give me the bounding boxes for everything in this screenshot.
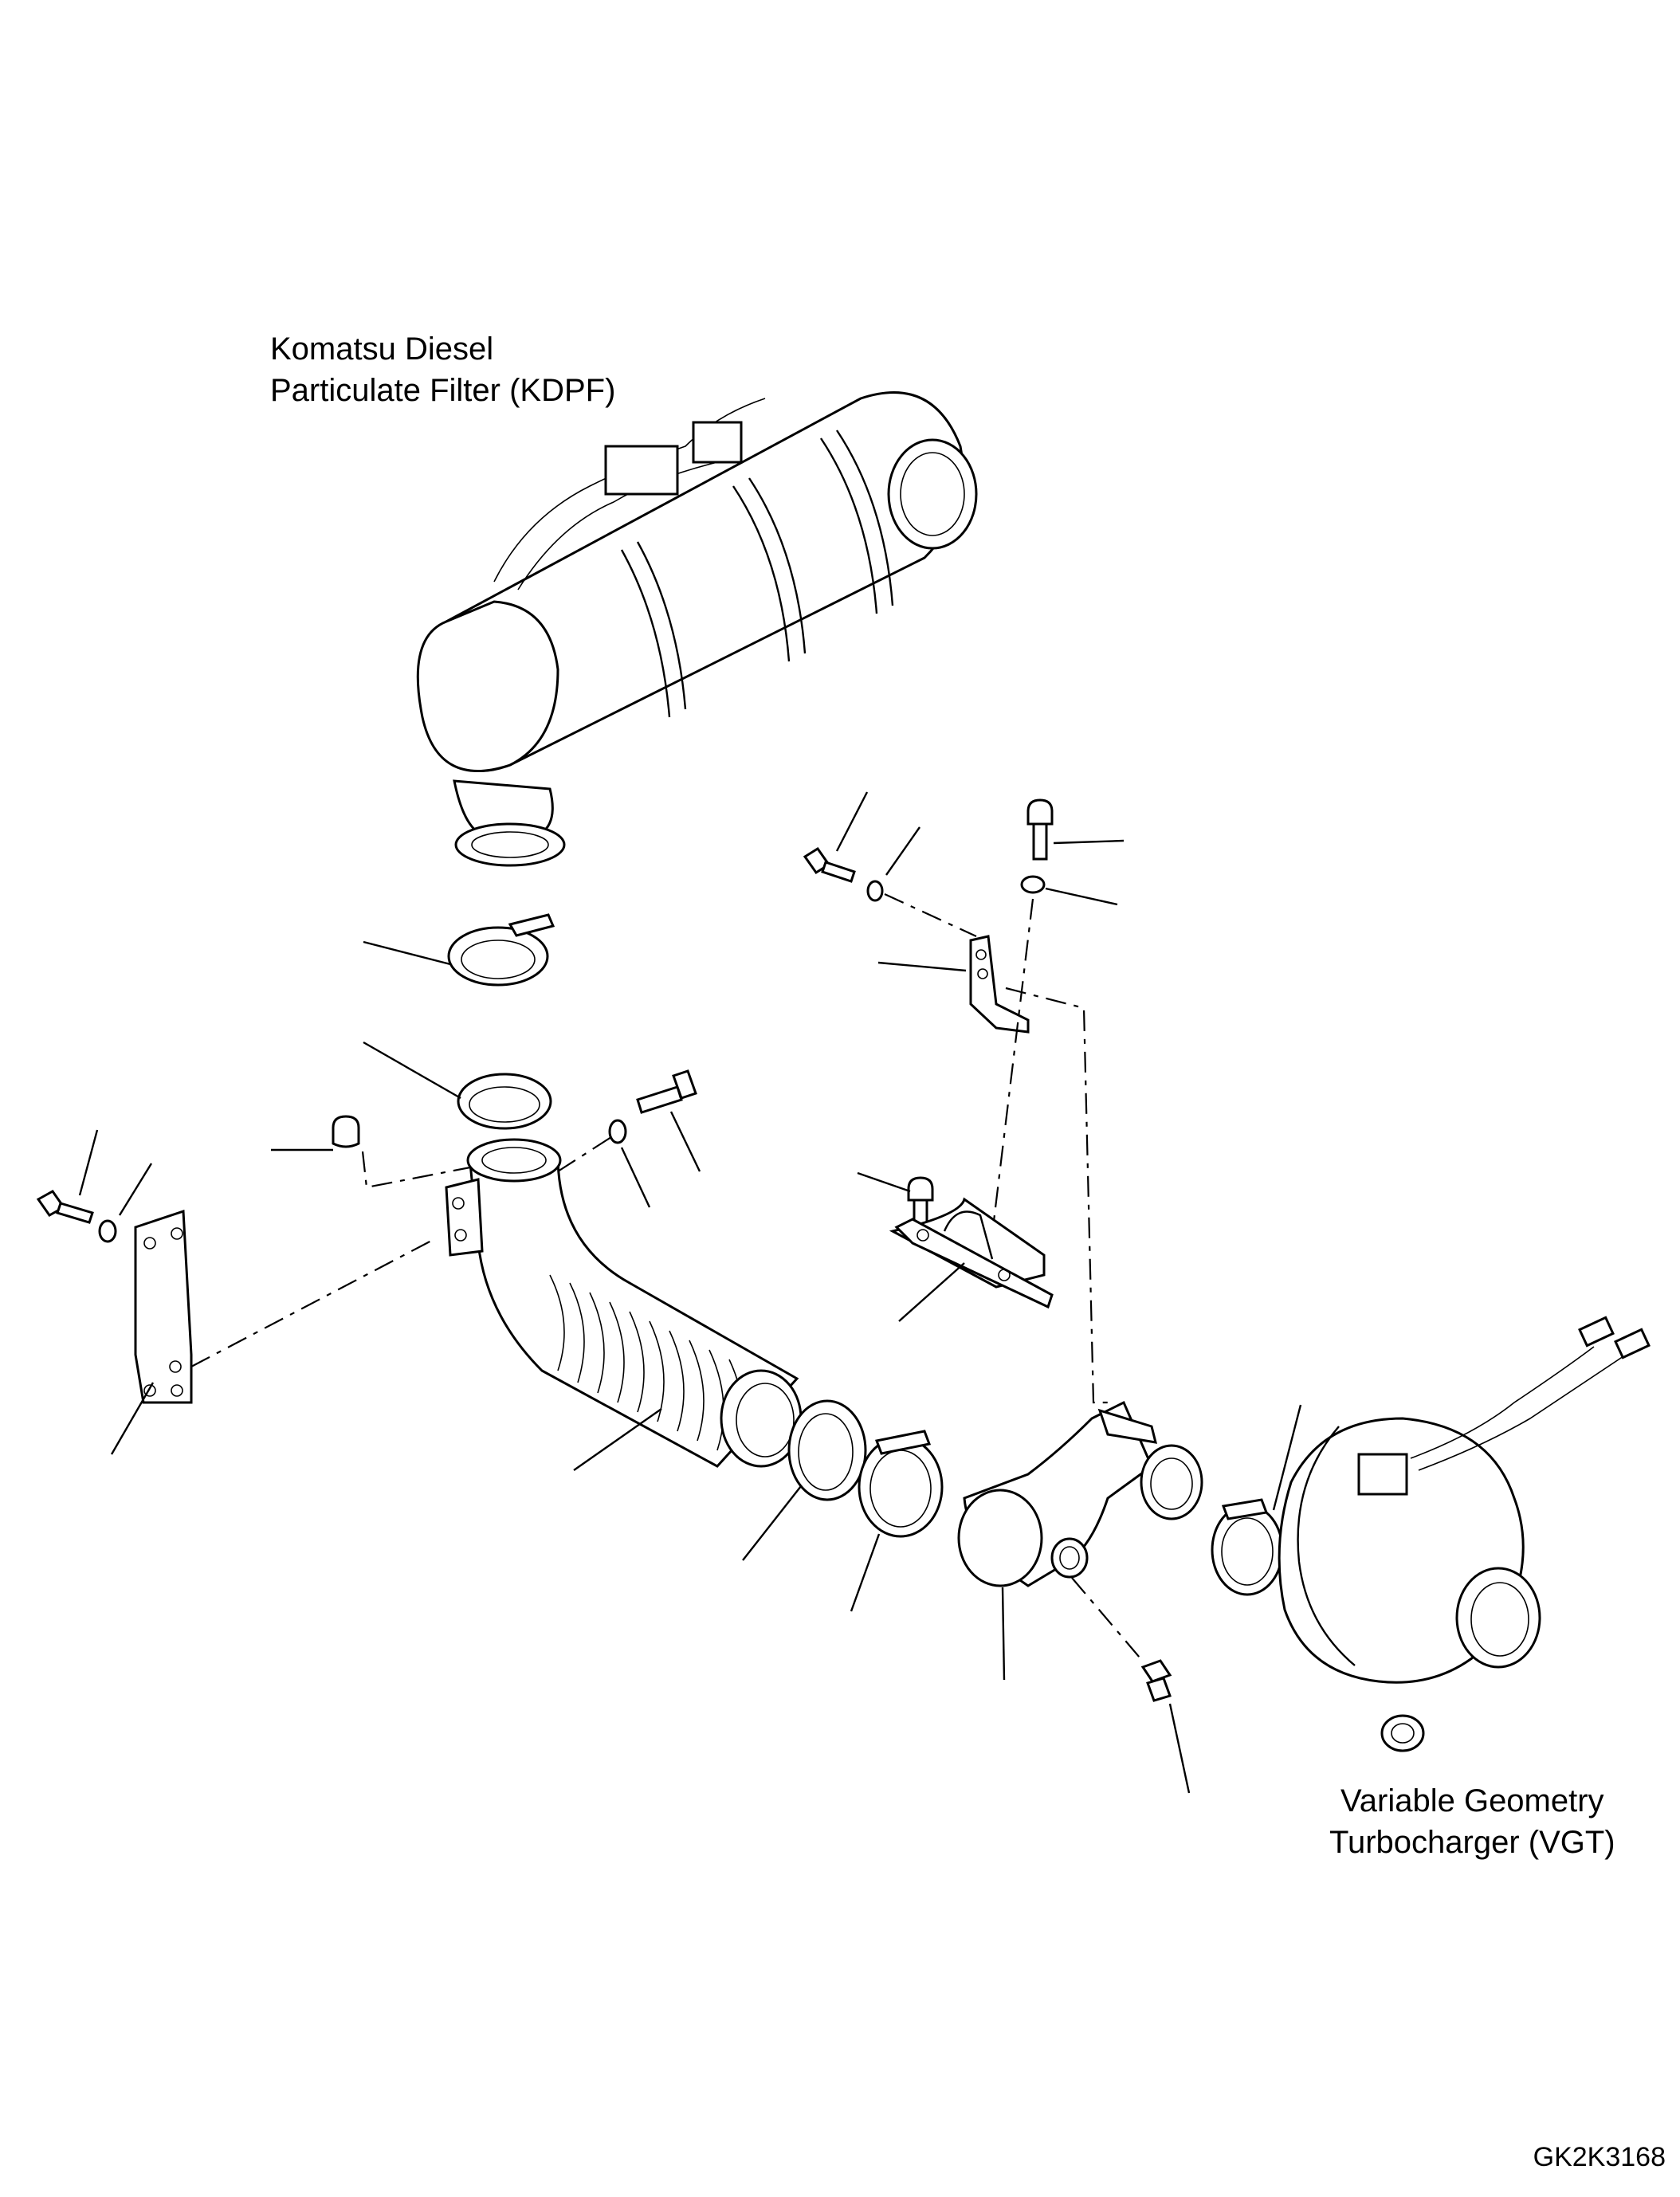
assembly-line-upper-right (987, 898, 1034, 1268)
leader-gasket-middle (742, 1485, 802, 1561)
leader-washer-upper-mid (885, 826, 920, 876)
vgt-label: Variable Geometry Turbocharger (VGT) (1329, 1780, 1615, 1863)
leader-clamp-right (1272, 1404, 1302, 1511)
plug-left (332, 1115, 360, 1148)
mounting-bracket (889, 1197, 1054, 1309)
bracket-small (969, 935, 1030, 1034)
assembly-line-washer-upper (884, 893, 977, 937)
assembly-line-plug (361, 1151, 471, 1189)
outlet-elbow (957, 1400, 1203, 1587)
vgt-label-line2: Turbocharger (VGT) (1329, 1825, 1615, 1860)
v-band-clamp-right (1211, 1498, 1284, 1596)
leader-washer-elbow (620, 1147, 651, 1208)
leader-bellows (573, 1408, 662, 1471)
leader-bolt-upper-mid (835, 791, 869, 852)
washer-left (98, 1219, 117, 1243)
leader-bracket-left (110, 1382, 155, 1455)
gasket-middle (787, 1399, 867, 1501)
washer-elbow (608, 1119, 627, 1144)
leader-washer-left (118, 1163, 153, 1216)
bolt-upper-mid (803, 846, 856, 883)
leader-outlet-elbow (1001, 1587, 1006, 1681)
kdpf-label-line1: Komatsu Diesel (270, 332, 494, 367)
plug-bottom (1140, 1659, 1172, 1702)
v-band-clamp-middle (858, 1430, 944, 1538)
figure-id: GK2K3168 (1533, 2142, 1666, 2172)
assembly-line-to-elbow (1005, 987, 1108, 1404)
assembly-line-plug-bottom (1071, 1577, 1140, 1658)
kdpf-canister (416, 391, 978, 867)
vgt-turbocharger (1278, 1316, 1651, 1752)
bolt-elbow (636, 1069, 697, 1114)
assembly-line-bracket-left (190, 1238, 435, 1367)
leader-bolt-bracket (857, 1171, 911, 1193)
bracket-left (134, 1209, 193, 1404)
kdpf-label-line2: Particulate Filter (KDPF) (270, 373, 616, 408)
leader-clamp-upper (363, 940, 451, 966)
leader-bolt-elbow (669, 1111, 701, 1172)
washer-upper-right (1020, 875, 1046, 894)
gasket-upper (457, 1073, 552, 1130)
leader-mounting-bracket (898, 1262, 965, 1322)
leader-bracket-small (877, 961, 967, 972)
leader-washer-upper-right (1045, 887, 1118, 906)
leader-bolt-left (78, 1129, 99, 1196)
assembly-line-washer (557, 1135, 614, 1172)
leader-clamp-middle (850, 1533, 881, 1612)
washer-upper-mid (866, 880, 884, 902)
bolt-left (36, 1190, 94, 1224)
leader-bolt-upper-right (1053, 839, 1125, 845)
v-band-clamp-upper (447, 913, 555, 987)
vgt-label-line1: Variable Geometry (1340, 1783, 1604, 1818)
leader-gasket-upper (363, 1041, 461, 1100)
leader-plug-bottom (1168, 1703, 1191, 1794)
flexible-bellows-pipe (445, 1138, 803, 1468)
bolt-upper-right (1026, 798, 1054, 861)
kdpf-label: Komatsu Diesel Particulate Filter (KDPF) (270, 328, 615, 411)
